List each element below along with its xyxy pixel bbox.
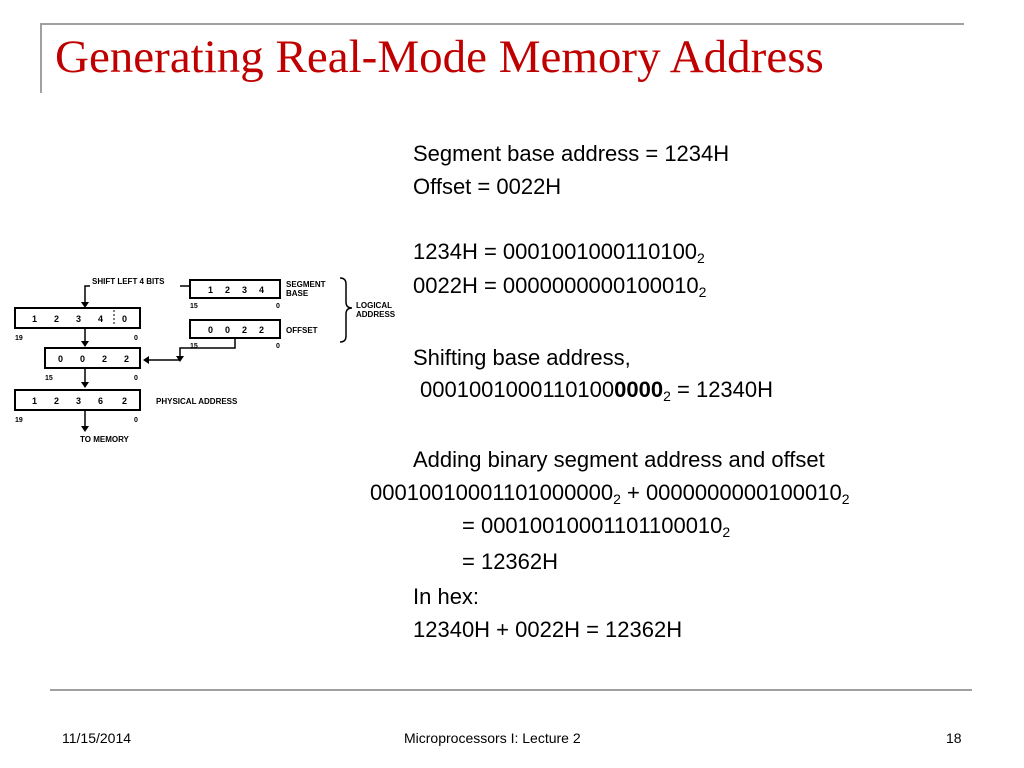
shifted-segment-box [14, 307, 141, 329]
physical-address-box [14, 389, 141, 411]
offset-digit: 0 [208, 325, 213, 335]
shifted-digit: 3 [76, 314, 81, 324]
slide-title: Generating Real-Mode Memory Address [55, 31, 824, 83]
offset-binary-line: 0022H = 00000000001000102 [413, 272, 706, 299]
adding-heading: Adding binary segment address and offset [413, 447, 825, 472]
segment-register-box [189, 279, 281, 299]
hex-sum-line: 12340H + 0022H = 12362H [413, 617, 683, 642]
shift-left-label: SHIFT LEFT 4 BITS [92, 277, 165, 286]
offset-addend: + 0000000000100010 [620, 480, 842, 505]
shifted-zeros: 0000 [614, 377, 664, 402]
added-offset-bit0: 0 [134, 375, 138, 382]
footer-date: 11/15/2014 [62, 730, 132, 746]
added-offset-bit15: 15 [45, 375, 53, 382]
addition-line: 000100100011010000002 + 0000000000100010… [370, 479, 850, 506]
segment-bit15: 15 [190, 303, 198, 310]
segment-binary-line: 1234H = 00010010001101002 [413, 238, 705, 265]
shifting-heading: Shifting base address, [413, 345, 631, 370]
base-subscript: 2 [698, 284, 707, 300]
base-subscript: 2 [722, 524, 731, 540]
offset-binary: 0022H = 0000000000100010 [413, 273, 699, 298]
segment-binary: 1234H = 0001001000110100 [413, 239, 698, 264]
shifted-digit: 1 [32, 314, 37, 324]
title-left-rule [40, 23, 42, 93]
physical-digit: 2 [54, 396, 59, 406]
address-generation-diagram: 1 2 3 4 15 0 SEGMENT BASE SHIFT LEFT 4 B… [14, 277, 396, 444]
offset-digit: 2 [259, 325, 264, 335]
base-subscript: 2 [841, 491, 850, 507]
physical-digit: 2 [122, 396, 127, 406]
segment-bit0: 0 [276, 303, 280, 310]
segment-base-label-2: BASE [286, 289, 309, 298]
segment-base-label: SEGMENT [286, 280, 326, 289]
offset-label: OFFSET [286, 326, 318, 335]
offset-digit: 2 [242, 325, 247, 335]
segment-digit: 2 [225, 285, 230, 295]
offset-line: Offset = 0022H [413, 174, 562, 199]
physical-address-label: PHYSICAL ADDRESS [156, 397, 238, 406]
base-subscript: 2 [663, 388, 671, 404]
shifted-bit19: 19 [15, 335, 23, 342]
offset-register-box [189, 319, 281, 339]
footer-course: Microprocessors I: Lecture 2 [404, 730, 581, 746]
sum-hex-line: = 12362H [462, 549, 559, 574]
shifted-hex: = 12340H [670, 377, 774, 402]
physical-digit: 1 [32, 396, 37, 406]
in-hex-heading: In hex: [413, 584, 480, 609]
physical-bit19: 19 [15, 417, 23, 424]
added-offset-digit: 2 [124, 354, 129, 364]
sum-binary-line: = 000100100011011000102 [462, 512, 730, 539]
segment-base-line: Segment base address = 1234H [413, 141, 730, 166]
to-memory-label: TO MEMORY [80, 435, 130, 444]
logical-address-label: LOGICAL [356, 301, 392, 310]
base-subscript: 2 [613, 491, 621, 507]
shifted-binary: 0001001000110100 [420, 377, 615, 402]
base-subscript: 2 [697, 250, 705, 266]
segment-shifted-binary: 00010010001101000000 [370, 480, 614, 505]
footer-rule [50, 689, 972, 691]
offset-bit15: 15 [190, 343, 198, 350]
added-offset-digit: 0 [58, 354, 63, 364]
offset-digit: 0 [225, 325, 230, 335]
shifted-digit: 2 [54, 314, 59, 324]
added-offset-box [44, 347, 141, 369]
added-offset-digit: 2 [102, 354, 107, 364]
segment-digit: 1 [208, 285, 213, 295]
segment-digit: 4 [259, 285, 264, 295]
shifted-bit0: 0 [134, 335, 138, 342]
offset-bit0: 0 [276, 343, 280, 350]
physical-digit: 6 [98, 396, 103, 406]
shifted-binary-line: 000100100011010000002 = 12340H [420, 376, 773, 403]
shifted-digit: 4 [98, 314, 103, 324]
physical-digit: 3 [76, 396, 81, 406]
title-top-rule [40, 23, 964, 25]
physical-bit0: 0 [134, 417, 138, 424]
added-offset-digit: 0 [80, 354, 85, 364]
footer-page-number: 18 [946, 730, 962, 746]
logical-address-label-2: ADDRESS [356, 310, 396, 319]
segment-digit: 3 [242, 285, 247, 295]
sum-binary: = 00010010001101100010 [462, 513, 723, 538]
shifted-digit: 0 [122, 314, 127, 324]
